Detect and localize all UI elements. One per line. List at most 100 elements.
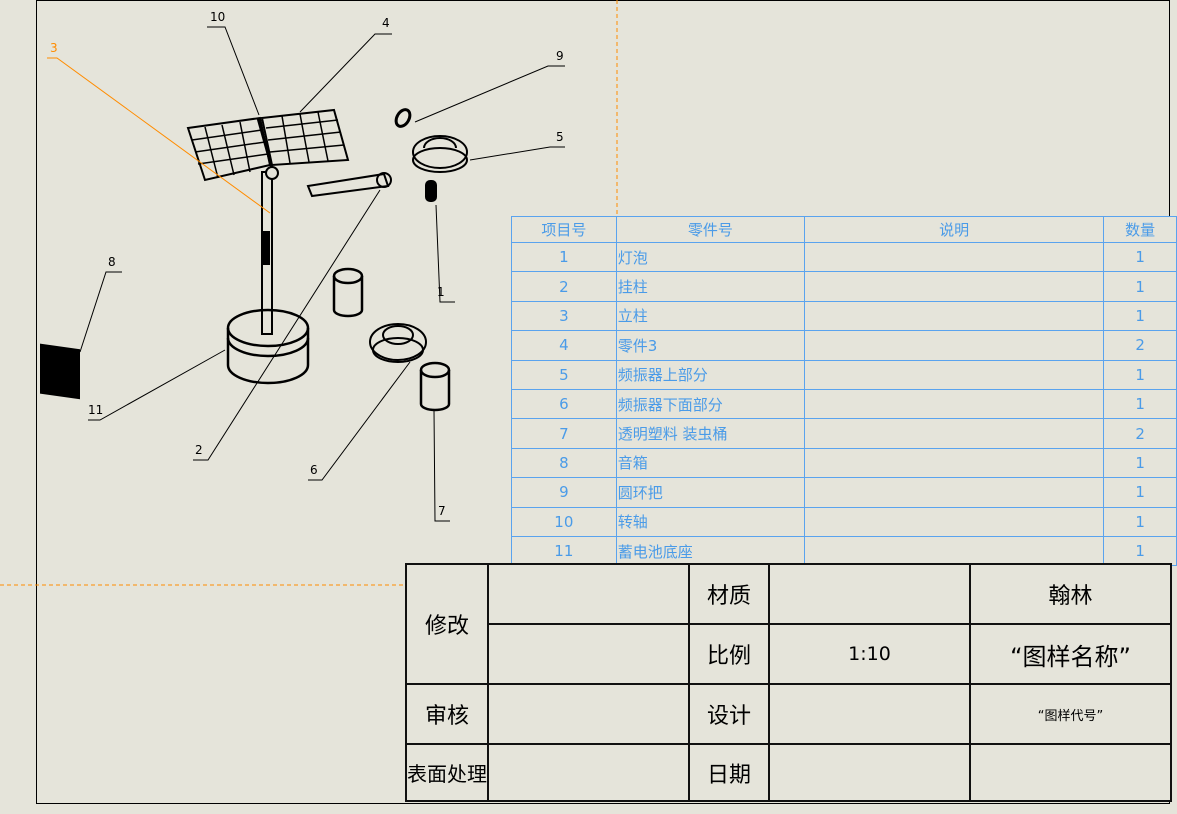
bom-item-no: 5 bbox=[511, 359, 617, 390]
balloon-9[interactable]: 9 bbox=[556, 49, 564, 63]
balloon-7[interactable]: 7 bbox=[438, 504, 446, 518]
design-label: 设计 bbox=[688, 683, 770, 745]
balloon-6[interactable]: 6 bbox=[310, 463, 318, 477]
review-value[interactable] bbox=[487, 683, 690, 745]
surface-treatment-value[interactable] bbox=[487, 743, 690, 802]
bom-quantity: 1 bbox=[1103, 388, 1177, 420]
date-value[interactable] bbox=[768, 743, 971, 802]
bom-description bbox=[804, 388, 1105, 420]
balloon-3[interactable]: 3 bbox=[50, 41, 58, 55]
speaker-part-8[interactable] bbox=[40, 343, 80, 400]
scale-value: 1:10 bbox=[768, 623, 971, 685]
bom-quantity: 1 bbox=[1103, 535, 1177, 567]
company-name: 翰林 bbox=[969, 563, 1172, 625]
bom-item-no: 7 bbox=[511, 418, 617, 449]
bom-part-no: 音箱 bbox=[615, 447, 806, 479]
bom-part-no: 圆环把 bbox=[615, 477, 806, 508]
bom-description bbox=[804, 241, 1105, 273]
balloon-leader-3 bbox=[47, 57, 271, 214]
bom-quantity: 1 bbox=[1103, 300, 1177, 332]
balloon-2[interactable]: 2 bbox=[195, 443, 203, 457]
bom-header-row: 项目号 零件号 说明 数量 bbox=[511, 216, 1177, 243]
drawing-code: “图样代号” bbox=[969, 683, 1172, 745]
bom-item-no: 1 bbox=[511, 241, 617, 273]
bom-description bbox=[804, 271, 1105, 302]
bom-description bbox=[804, 359, 1105, 390]
material-label: 材质 bbox=[688, 563, 770, 625]
design-value[interactable] bbox=[768, 683, 971, 745]
bom-quantity: 2 bbox=[1103, 418, 1177, 449]
bulb-part-1[interactable] bbox=[425, 180, 437, 202]
hanging-post-part-2[interactable] bbox=[306, 172, 392, 198]
bucket-part-7a[interactable] bbox=[332, 267, 364, 318]
bom-description bbox=[804, 447, 1105, 479]
bom-item-no: 9 bbox=[511, 477, 617, 508]
bom-description bbox=[804, 477, 1105, 508]
vibrator-bottom-part-6[interactable] bbox=[369, 323, 427, 363]
revise-label: 修改 bbox=[405, 563, 489, 685]
title-block: 修改 材质 翰林 比例 1:10 “图样名称” 审核 设计 “图样代号” 表面处… bbox=[405, 563, 1172, 802]
bom-header-part-no: 零件号 bbox=[615, 216, 806, 243]
bom-part-no: 挂柱 bbox=[615, 271, 806, 302]
balloon-10[interactable]: 10 bbox=[210, 10, 226, 24]
bom-item-no: 4 bbox=[511, 330, 617, 361]
bom-item-no: 10 bbox=[511, 506, 617, 537]
bom-description bbox=[804, 535, 1105, 567]
vibrator-top-part-5[interactable] bbox=[412, 135, 468, 173]
balloon-4[interactable]: 4 bbox=[382, 16, 390, 30]
bom-item-no: 8 bbox=[511, 447, 617, 479]
bom-quantity: 1 bbox=[1103, 241, 1177, 273]
date-label: 日期 bbox=[688, 743, 770, 802]
blank-cell bbox=[969, 743, 1172, 802]
drawing-name: “图样名称” bbox=[969, 623, 1172, 685]
balloon-leaders bbox=[79, 26, 565, 522]
bom-part-no: 蓄电池底座 bbox=[615, 535, 806, 567]
solar-panel-part-4[interactable] bbox=[186, 108, 350, 182]
bom-header-item-no: 项目号 bbox=[511, 216, 617, 243]
surface-treatment-label: 表面处理 bbox=[405, 743, 489, 802]
balloon-5[interactable]: 5 bbox=[556, 130, 564, 144]
balloon-11[interactable]: 11 bbox=[88, 403, 104, 417]
material-value[interactable] bbox=[768, 563, 971, 625]
scale-label: 比例 bbox=[688, 623, 770, 685]
balloon-8[interactable]: 8 bbox=[108, 255, 116, 269]
bom-description bbox=[804, 506, 1105, 537]
pole-part-3[interactable] bbox=[261, 166, 279, 335]
bom-item-no: 11 bbox=[511, 535, 617, 567]
balloon-1[interactable]: 1 bbox=[437, 285, 445, 299]
bom-part-no: 转轴 bbox=[615, 506, 806, 537]
battery-base-part-11[interactable] bbox=[226, 308, 310, 385]
bom-description bbox=[804, 418, 1105, 449]
bom-part-no: 透明塑料 装虫桶 bbox=[615, 418, 806, 449]
bom-quantity: 1 bbox=[1103, 271, 1177, 302]
bom-quantity: 1 bbox=[1103, 506, 1177, 537]
bom-part-no: 频振器下面部分 bbox=[615, 388, 806, 420]
bom-part-no: 频振器上部分 bbox=[615, 359, 806, 390]
bom-item-no: 6 bbox=[511, 388, 617, 420]
revise-cell-1[interactable] bbox=[487, 563, 690, 625]
bom-description bbox=[804, 300, 1105, 332]
bom-quantity: 1 bbox=[1103, 447, 1177, 479]
bucket-part-7b[interactable] bbox=[419, 361, 451, 412]
bom-header-quantity: 数量 bbox=[1103, 216, 1177, 243]
ring-handle-part-9[interactable] bbox=[393, 107, 412, 129]
bom-quantity: 1 bbox=[1103, 359, 1177, 390]
revise-cell-2[interactable] bbox=[487, 623, 690, 685]
bom-description bbox=[804, 330, 1105, 361]
bom-part-no: 立柱 bbox=[615, 300, 806, 332]
bom-part-no: 灯泡 bbox=[615, 241, 806, 273]
review-label: 审核 bbox=[405, 683, 489, 745]
bom-item-no: 2 bbox=[511, 271, 617, 302]
